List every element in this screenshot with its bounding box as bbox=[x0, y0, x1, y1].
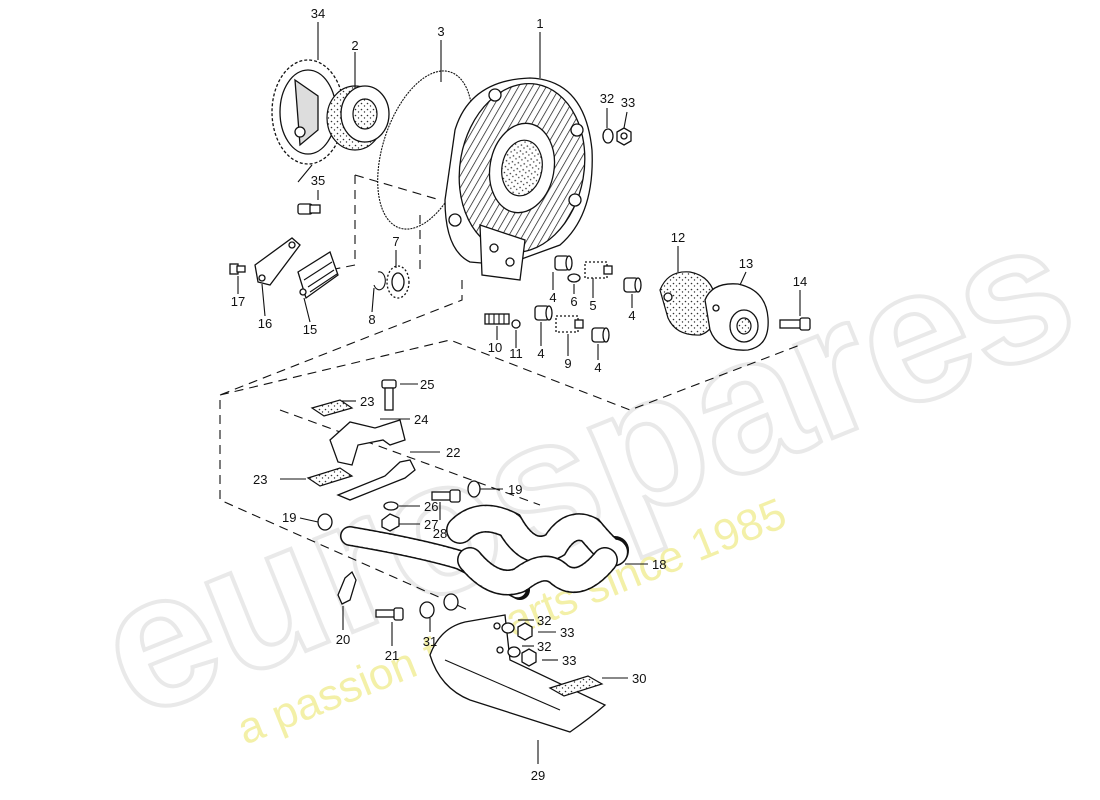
part-33-nut-mid bbox=[517, 622, 533, 641]
callout-19-top: 19 bbox=[508, 482, 522, 497]
callout-8: 8 bbox=[368, 312, 375, 327]
callout-32-low: 32 bbox=[537, 639, 551, 654]
callout-11: 11 bbox=[509, 346, 523, 361]
part-14-bolt bbox=[779, 317, 811, 331]
part-20-clip bbox=[337, 570, 357, 605]
callout-4-a: 4 bbox=[549, 290, 556, 305]
part-31-washer-a bbox=[419, 601, 435, 619]
callout-23-bottom: 23 bbox=[253, 472, 267, 487]
part-1-housing bbox=[444, 77, 593, 281]
callout-14: 14 bbox=[793, 274, 807, 289]
part-25-bolt bbox=[381, 379, 397, 411]
callout-32-top: 32 bbox=[600, 91, 614, 106]
callout-3: 3 bbox=[437, 24, 444, 39]
callout-34: 34 bbox=[311, 6, 325, 21]
callout-17: 17 bbox=[231, 294, 245, 309]
callout-5: 5 bbox=[589, 298, 596, 313]
callout-15: 15 bbox=[303, 322, 317, 337]
part-7-sprocket bbox=[386, 265, 410, 299]
callout-10: 10 bbox=[488, 340, 502, 355]
callout-19-bottom: 19 bbox=[282, 510, 296, 525]
part-24-bracket bbox=[329, 419, 406, 466]
callout-27: 27 bbox=[424, 517, 438, 532]
part-11-ball bbox=[511, 319, 521, 329]
part-21-bolt bbox=[375, 607, 404, 621]
part-10-spring bbox=[484, 313, 510, 325]
part-4-bushing-d bbox=[591, 327, 610, 343]
part-23-pad-bottom bbox=[306, 467, 354, 487]
part-22-strap bbox=[336, 459, 416, 501]
callout-7: 7 bbox=[392, 234, 399, 249]
part-30-pad bbox=[548, 675, 604, 697]
part-26-washer bbox=[383, 501, 399, 511]
callout-9: 9 bbox=[564, 356, 571, 371]
callout-33-top: 33 bbox=[621, 95, 635, 110]
part-28-bolt bbox=[431, 489, 461, 503]
callout-12: 12 bbox=[671, 230, 685, 245]
callout-4-b: 4 bbox=[628, 308, 635, 323]
leader-lines bbox=[237, 22, 801, 764]
part-29-heat-shield bbox=[429, 614, 607, 733]
part-31-washer-b bbox=[443, 593, 459, 611]
callout-22: 22 bbox=[446, 445, 460, 460]
part-2-bearing bbox=[326, 85, 390, 151]
part-13-pump-cover bbox=[704, 283, 769, 351]
callout-26: 26 bbox=[424, 499, 438, 514]
part-15-cover-plate bbox=[297, 251, 339, 300]
part-4-bushing-a bbox=[554, 255, 573, 271]
callout-2: 2 bbox=[351, 38, 358, 53]
callout-18: 18 bbox=[652, 557, 666, 572]
part-33-nut-top bbox=[616, 127, 632, 146]
part-16-bracket bbox=[254, 237, 301, 286]
callout-21: 21 bbox=[385, 648, 399, 663]
part-33-nut-low bbox=[521, 648, 537, 667]
part-32-washer-top bbox=[602, 128, 614, 144]
callout-25: 25 bbox=[420, 377, 434, 392]
part-8-circlip bbox=[373, 271, 386, 291]
callout-4-c: 4 bbox=[537, 346, 544, 361]
callout-labels: 34 2 3 1 32 33 35 7 12 13 14 4 6 5 4 17 … bbox=[231, 6, 807, 783]
callout-16: 16 bbox=[258, 316, 272, 331]
callout-24: 24 bbox=[414, 412, 428, 427]
callout-20: 20 bbox=[336, 632, 350, 647]
callout-1: 1 bbox=[536, 16, 543, 31]
part-17-screw bbox=[229, 263, 246, 275]
callout-31: 31 bbox=[423, 634, 437, 649]
part-4-bushing-b bbox=[623, 277, 642, 293]
callout-13: 13 bbox=[739, 256, 753, 271]
part-4-bushing-c bbox=[534, 305, 553, 321]
callout-35: 35 bbox=[311, 173, 325, 188]
part-23-pad-top bbox=[310, 399, 354, 417]
callout-6: 6 bbox=[570, 294, 577, 309]
callout-32-mid: 32 bbox=[537, 613, 551, 628]
callout-33-low: 33 bbox=[562, 653, 576, 668]
part-9-pump-gear bbox=[555, 315, 584, 333]
callout-29: 29 bbox=[531, 768, 545, 783]
callout-33-mid: 33 bbox=[560, 625, 574, 640]
part-27-nut bbox=[381, 513, 400, 532]
part-32-washer-mid bbox=[501, 622, 515, 634]
part-19-washer-top bbox=[467, 480, 481, 498]
part-18-heat-hose bbox=[340, 504, 629, 600]
callout-28: 28 bbox=[433, 526, 447, 541]
part-34-sensor-ring bbox=[271, 59, 345, 165]
part-32-washer-low bbox=[507, 646, 521, 658]
part-19-washer-bottom bbox=[317, 513, 333, 531]
part-5-pump-gear bbox=[584, 261, 613, 279]
callout-30: 30 bbox=[632, 671, 646, 686]
callout-23-top: 23 bbox=[360, 394, 374, 409]
part-6-key bbox=[567, 273, 581, 283]
callout-4-d: 4 bbox=[594, 360, 601, 375]
part-35-bolt bbox=[297, 203, 321, 215]
